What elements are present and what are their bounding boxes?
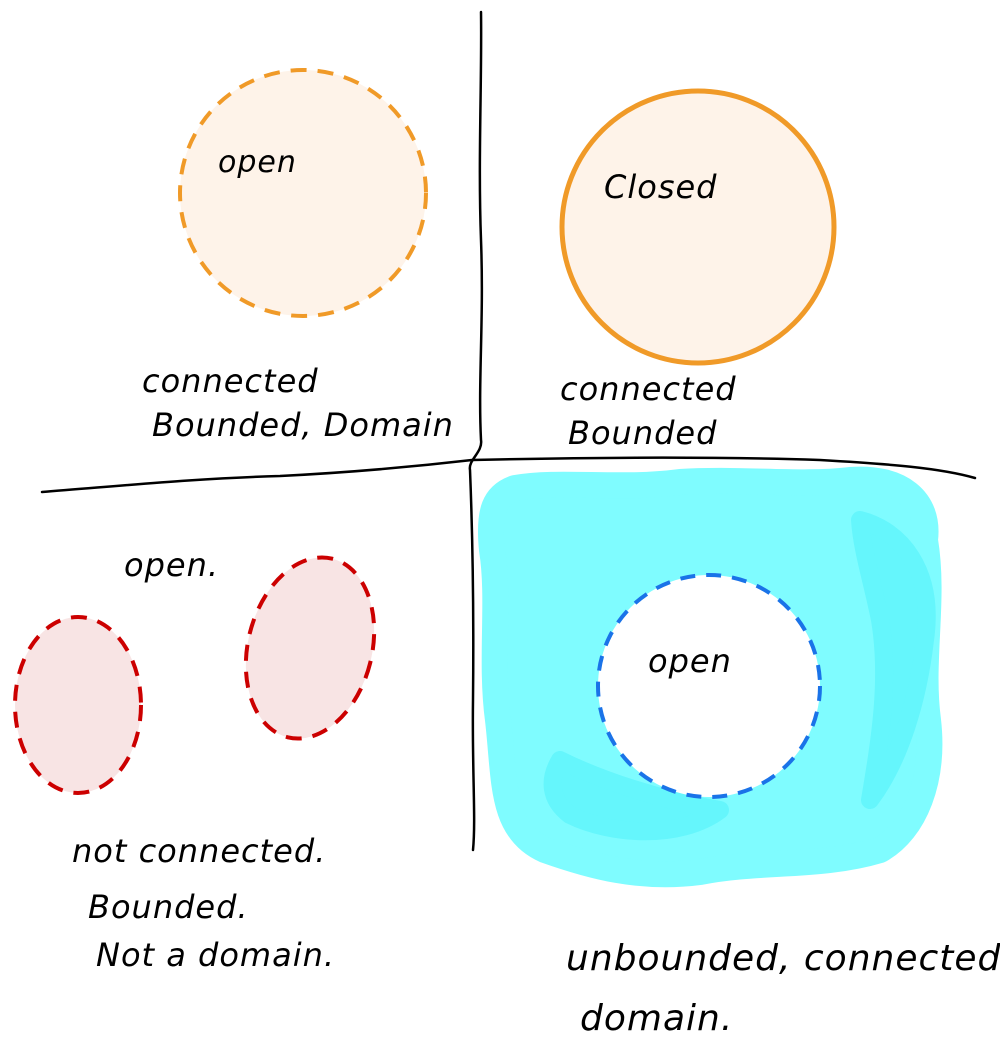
closed-disk-region: [559, 88, 837, 366]
vertical-divider: [468, 10, 484, 852]
bottom-left-caption-line-3: Not a domain.: [96, 936, 335, 974]
right-open-ellipse: [243, 555, 377, 741]
cyan-darker-patch-bottom: [543, 751, 729, 841]
bottom-left-caption-line-2: Bounded.: [88, 888, 249, 926]
left-open-ellipse: [13, 615, 143, 795]
bottom-right-caption-line-2: domain.: [580, 998, 733, 1039]
top-right-caption-line-1: connected: [560, 370, 737, 408]
bottom-left-open-label: open.: [124, 546, 219, 584]
cyan-darker-patch-right: [851, 511, 936, 809]
unbounded-region: [477, 466, 943, 888]
bottom-left-caption-line-1: not connected.: [72, 832, 326, 870]
excluded-open-disk: [596, 573, 822, 799]
closed-disk-label: Closed: [604, 168, 717, 206]
top-right-caption-line-2: Bounded: [568, 414, 717, 452]
bottom-right-caption-line-1: unbounded, connected: [566, 938, 1000, 979]
open-disk-label: open: [218, 145, 297, 180]
open-disk-region: [178, 68, 428, 318]
top-left-caption-line-2: Bounded, Domain: [152, 406, 454, 444]
top-left-caption-line-1: connected: [142, 362, 319, 400]
bottom-right-open-label: open: [648, 642, 732, 680]
horizontal-divider: [40, 456, 977, 494]
disconnected-region: [13, 555, 377, 795]
